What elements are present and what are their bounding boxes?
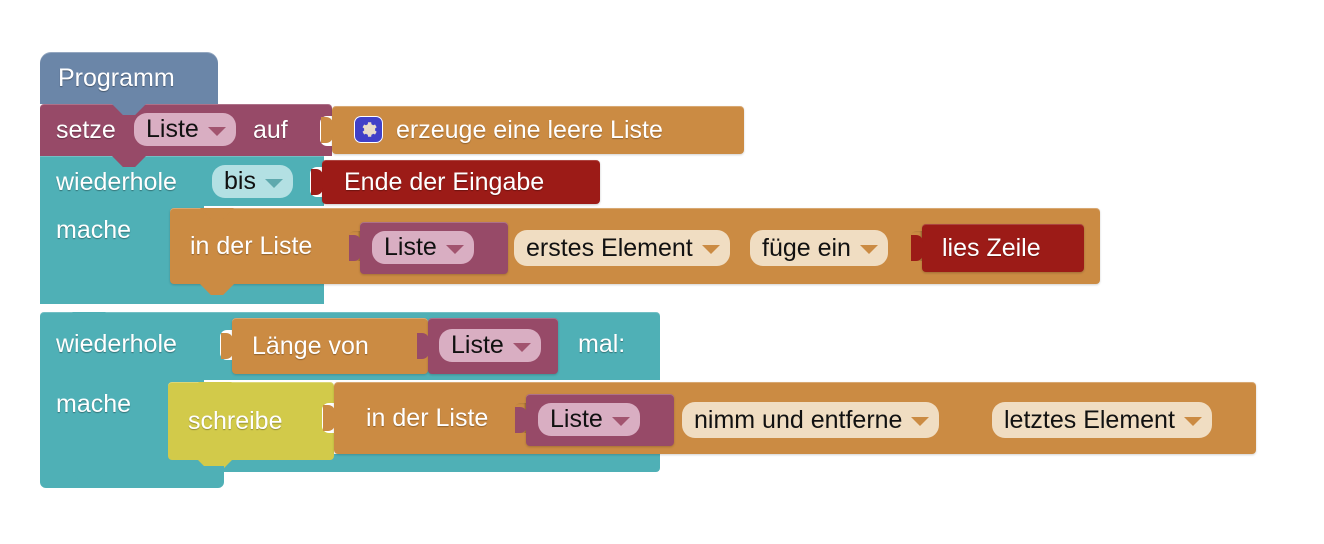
laenge-von-plug xyxy=(221,333,233,359)
chevron-down-icon xyxy=(445,244,464,254)
chevron-down-icon xyxy=(512,342,531,352)
liste-fuege-ein-bottom-notch xyxy=(200,284,234,295)
nimm-und-entferne-dropdown[interactable]: nimm und entferne xyxy=(682,402,940,438)
variable-liste-dropdown-3[interactable]: Liste xyxy=(538,403,640,436)
variable-liste-plug-2 xyxy=(417,333,429,359)
repeat-times-top-notch xyxy=(72,312,106,323)
chevron-down-icon xyxy=(911,417,930,426)
fuege-ein-label: füge ein xyxy=(762,233,851,262)
repeat-times-keyword: wiederhole xyxy=(56,330,177,358)
setze-keyword: setze xyxy=(56,116,116,144)
variable-liste-block-2[interactable]: Liste xyxy=(417,318,558,374)
chevron-down-icon xyxy=(207,126,226,136)
chevron-down-icon xyxy=(1183,417,1202,426)
chevron-down-icon xyxy=(611,416,630,426)
ende-der-eingabe-label: Ende der Eingabe xyxy=(344,167,545,196)
liste-nimm-entferne-plug xyxy=(323,405,335,431)
laenge-von-block[interactable]: Länge von xyxy=(221,318,428,374)
liste-fuege-ein-prefix: in der Liste xyxy=(190,231,313,260)
erstes-element-label: erstes Element xyxy=(526,233,693,262)
variable-liste-plug-1 xyxy=(349,235,361,261)
ende-der-eingabe-block[interactable]: Ende der Eingabe xyxy=(311,160,600,204)
programm-hat-bottom-notch xyxy=(112,104,146,115)
variable-liste-plug-3 xyxy=(515,407,527,433)
letztes-element-dropdown[interactable]: letztes Element xyxy=(992,402,1212,438)
variable-liste-block-1[interactable]: Liste xyxy=(349,222,508,274)
programm-hat-block[interactable]: Programm xyxy=(40,52,218,104)
setze-variable-dropdown[interactable]: Liste xyxy=(134,113,236,146)
setze-bottom-notch xyxy=(112,156,146,167)
erzeuge-leere-liste-label: erzeuge eine leere Liste xyxy=(396,115,663,144)
chevron-down-icon xyxy=(859,245,878,254)
erzeuge-leere-liste-plug xyxy=(321,117,333,143)
schreibe-label: schreibe xyxy=(188,406,283,435)
repeat-times-body-keyword: mache xyxy=(56,390,132,418)
script-bottom-notch xyxy=(72,472,106,486)
lies-zeile-label: lies Zeile xyxy=(942,233,1041,262)
chevron-down-icon xyxy=(701,245,720,254)
nimm-und-entferne-label: nimm und entferne xyxy=(694,405,903,434)
variable-liste-label-1: Liste xyxy=(384,233,437,261)
liste-fuege-ein-top-notch xyxy=(200,208,234,219)
lies-zeile-block[interactable]: lies Zeile xyxy=(911,224,1084,272)
variable-liste-label-2: Liste xyxy=(451,331,504,359)
schreibe-block[interactable]: schreibe xyxy=(168,382,334,460)
lies-zeile-plug xyxy=(911,235,923,261)
programm-hat-label: Programm xyxy=(58,64,175,92)
chevron-down-icon xyxy=(264,178,283,188)
erstes-element-dropdown[interactable]: erstes Element xyxy=(514,230,730,266)
variable-liste-block-3[interactable]: Liste xyxy=(515,394,674,446)
gear-icon[interactable] xyxy=(354,116,383,143)
fuege-ein-dropdown[interactable]: füge ein xyxy=(750,230,888,266)
repeat-times-suffix: mal: xyxy=(578,330,626,358)
repeat-until-mode-label: bis xyxy=(224,167,256,195)
setze-variable-label: Liste xyxy=(146,115,199,143)
erzeuge-leere-liste-block[interactable]: erzeuge eine leere Liste xyxy=(321,106,744,154)
setze-preposition: auf xyxy=(253,116,288,144)
schreibe-top-notch xyxy=(198,382,232,393)
repeat-until-keyword: wiederhole xyxy=(56,168,177,196)
repeat-until-body-keyword: mache xyxy=(56,216,132,244)
variable-liste-dropdown-1[interactable]: Liste xyxy=(372,231,474,264)
laenge-von-label: Länge von xyxy=(252,331,369,360)
variable-liste-dropdown-2[interactable]: Liste xyxy=(439,329,541,362)
liste-nimm-entferne-prefix: in der Liste xyxy=(366,403,489,432)
schreibe-bottom-notch xyxy=(198,460,232,471)
variable-liste-label-3: Liste xyxy=(550,405,603,433)
letztes-element-label: letztes Element xyxy=(1004,405,1175,434)
script-bottom-foot xyxy=(40,466,224,488)
ende-der-eingabe-plug xyxy=(311,169,323,195)
repeat-until-mode-dropdown[interactable]: bis xyxy=(212,165,293,198)
